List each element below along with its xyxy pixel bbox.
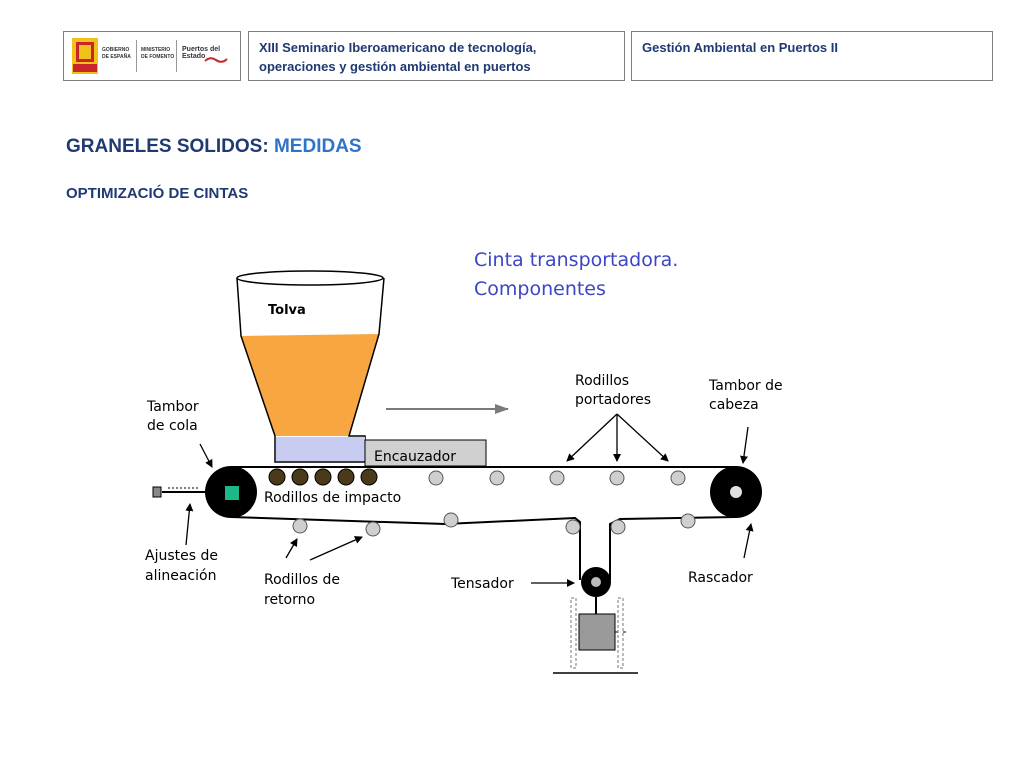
- counterweight: [578, 613, 616, 651]
- label-rodillos-portadores-2: portadores: [575, 392, 651, 408]
- encauzador-box: [364, 439, 487, 467]
- coat-of-arms-icon: [72, 38, 98, 74]
- carrying-idlers: [428, 470, 686, 486]
- arrow-rascador: [743, 523, 754, 559]
- arrow-retorno-2: [309, 536, 363, 561]
- chute: [276, 437, 365, 461]
- logo-agency-text: Puertos del Estado: [182, 46, 221, 60]
- impact-rollers: [268, 468, 378, 486]
- label-tambor-cola-2: de cola: [147, 418, 198, 434]
- hopper: Tolva: [236, 270, 385, 463]
- diagram-caption-line-1: Cinta transportadora.: [474, 249, 678, 271]
- arrow-portadores-1: [566, 413, 618, 462]
- logo-espana-text: DE ESPAÑA: [102, 54, 131, 60]
- diagram-caption-line-2: Componentes: [474, 278, 606, 300]
- belt-return-left: [230, 516, 581, 580]
- label-rodillos-retorno-2: retorno: [264, 592, 315, 608]
- arrow-tambor-cabeza: [740, 426, 749, 464]
- label-tambor-cola-1: Tambor: [146, 399, 199, 415]
- tail-drum: [152, 466, 257, 518]
- logo-separator: [136, 40, 137, 72]
- label-ajustes-2: alineación: [145, 568, 216, 584]
- logo-box: GOBIERNO DE ESPAÑA MINISTERIO DE FOMENTO…: [63, 31, 241, 81]
- page-title: GRANELES SOLIDOS: MEDIDAS: [66, 136, 362, 158]
- return-idlers: [292, 512, 696, 537]
- arrow-portadores-3: [616, 413, 669, 462]
- label-rodillos-impacto: Rodillos de impacto: [264, 490, 401, 506]
- page-title-accent: MEDIDAS: [273, 136, 362, 157]
- page-subtitle: OPTIMIZACIÓ DE CINTAS: [66, 185, 249, 202]
- seminar-line-1: XIII Seminario Iberoamericano de tecnolo…: [259, 40, 537, 55]
- logo-wave-icon: [204, 57, 228, 63]
- seminar-box: XIII Seminario Iberoamericano de tecnolo…: [248, 31, 625, 81]
- course-title: Gestión Ambiental en Puertos II: [642, 40, 838, 55]
- course-box: Gestión Ambiental en Puertos II: [631, 31, 993, 81]
- seminar-title: XIII Seminario Iberoamericano de tecnolo…: [259, 38, 536, 76]
- arrow-tambor-cola: [199, 443, 213, 468]
- tensioner: [553, 567, 638, 674]
- label-rodillos-retorno-1: Rodillos de: [264, 572, 340, 588]
- label-ajustes-1: Ajustes de: [145, 548, 218, 564]
- arrow-ajustes: [185, 503, 194, 546]
- logo-separator: [176, 40, 177, 72]
- label-tambor-cabeza-1: Tambor de: [708, 378, 783, 394]
- label-tambor-cabeza-2: cabeza: [709, 397, 759, 413]
- alignment-block: [225, 486, 239, 500]
- arrow-retorno-1: [285, 538, 298, 559]
- label-rascador: Rascador: [688, 570, 753, 586]
- label-rodillos-portadores-1: Rodillos: [575, 373, 629, 389]
- label-tolva: Tolva: [268, 303, 306, 318]
- page-title-prefix: GRANELES SOLIDOS:: [66, 136, 274, 157]
- logo-gobierno-text: GOBIERNO: [102, 47, 130, 53]
- label-tensador: Tensador: [450, 576, 514, 592]
- logo-ministerio-text: MINISTERIO: [141, 47, 171, 53]
- head-drum: [710, 466, 762, 518]
- logo-fomento-text: DE FOMENTO: [141, 54, 175, 60]
- label-encauzador: Encauzador: [374, 449, 456, 465]
- seminar-line-2: operaciones y gestión ambiental en puert…: [259, 59, 531, 74]
- hopper-material: [241, 334, 379, 436]
